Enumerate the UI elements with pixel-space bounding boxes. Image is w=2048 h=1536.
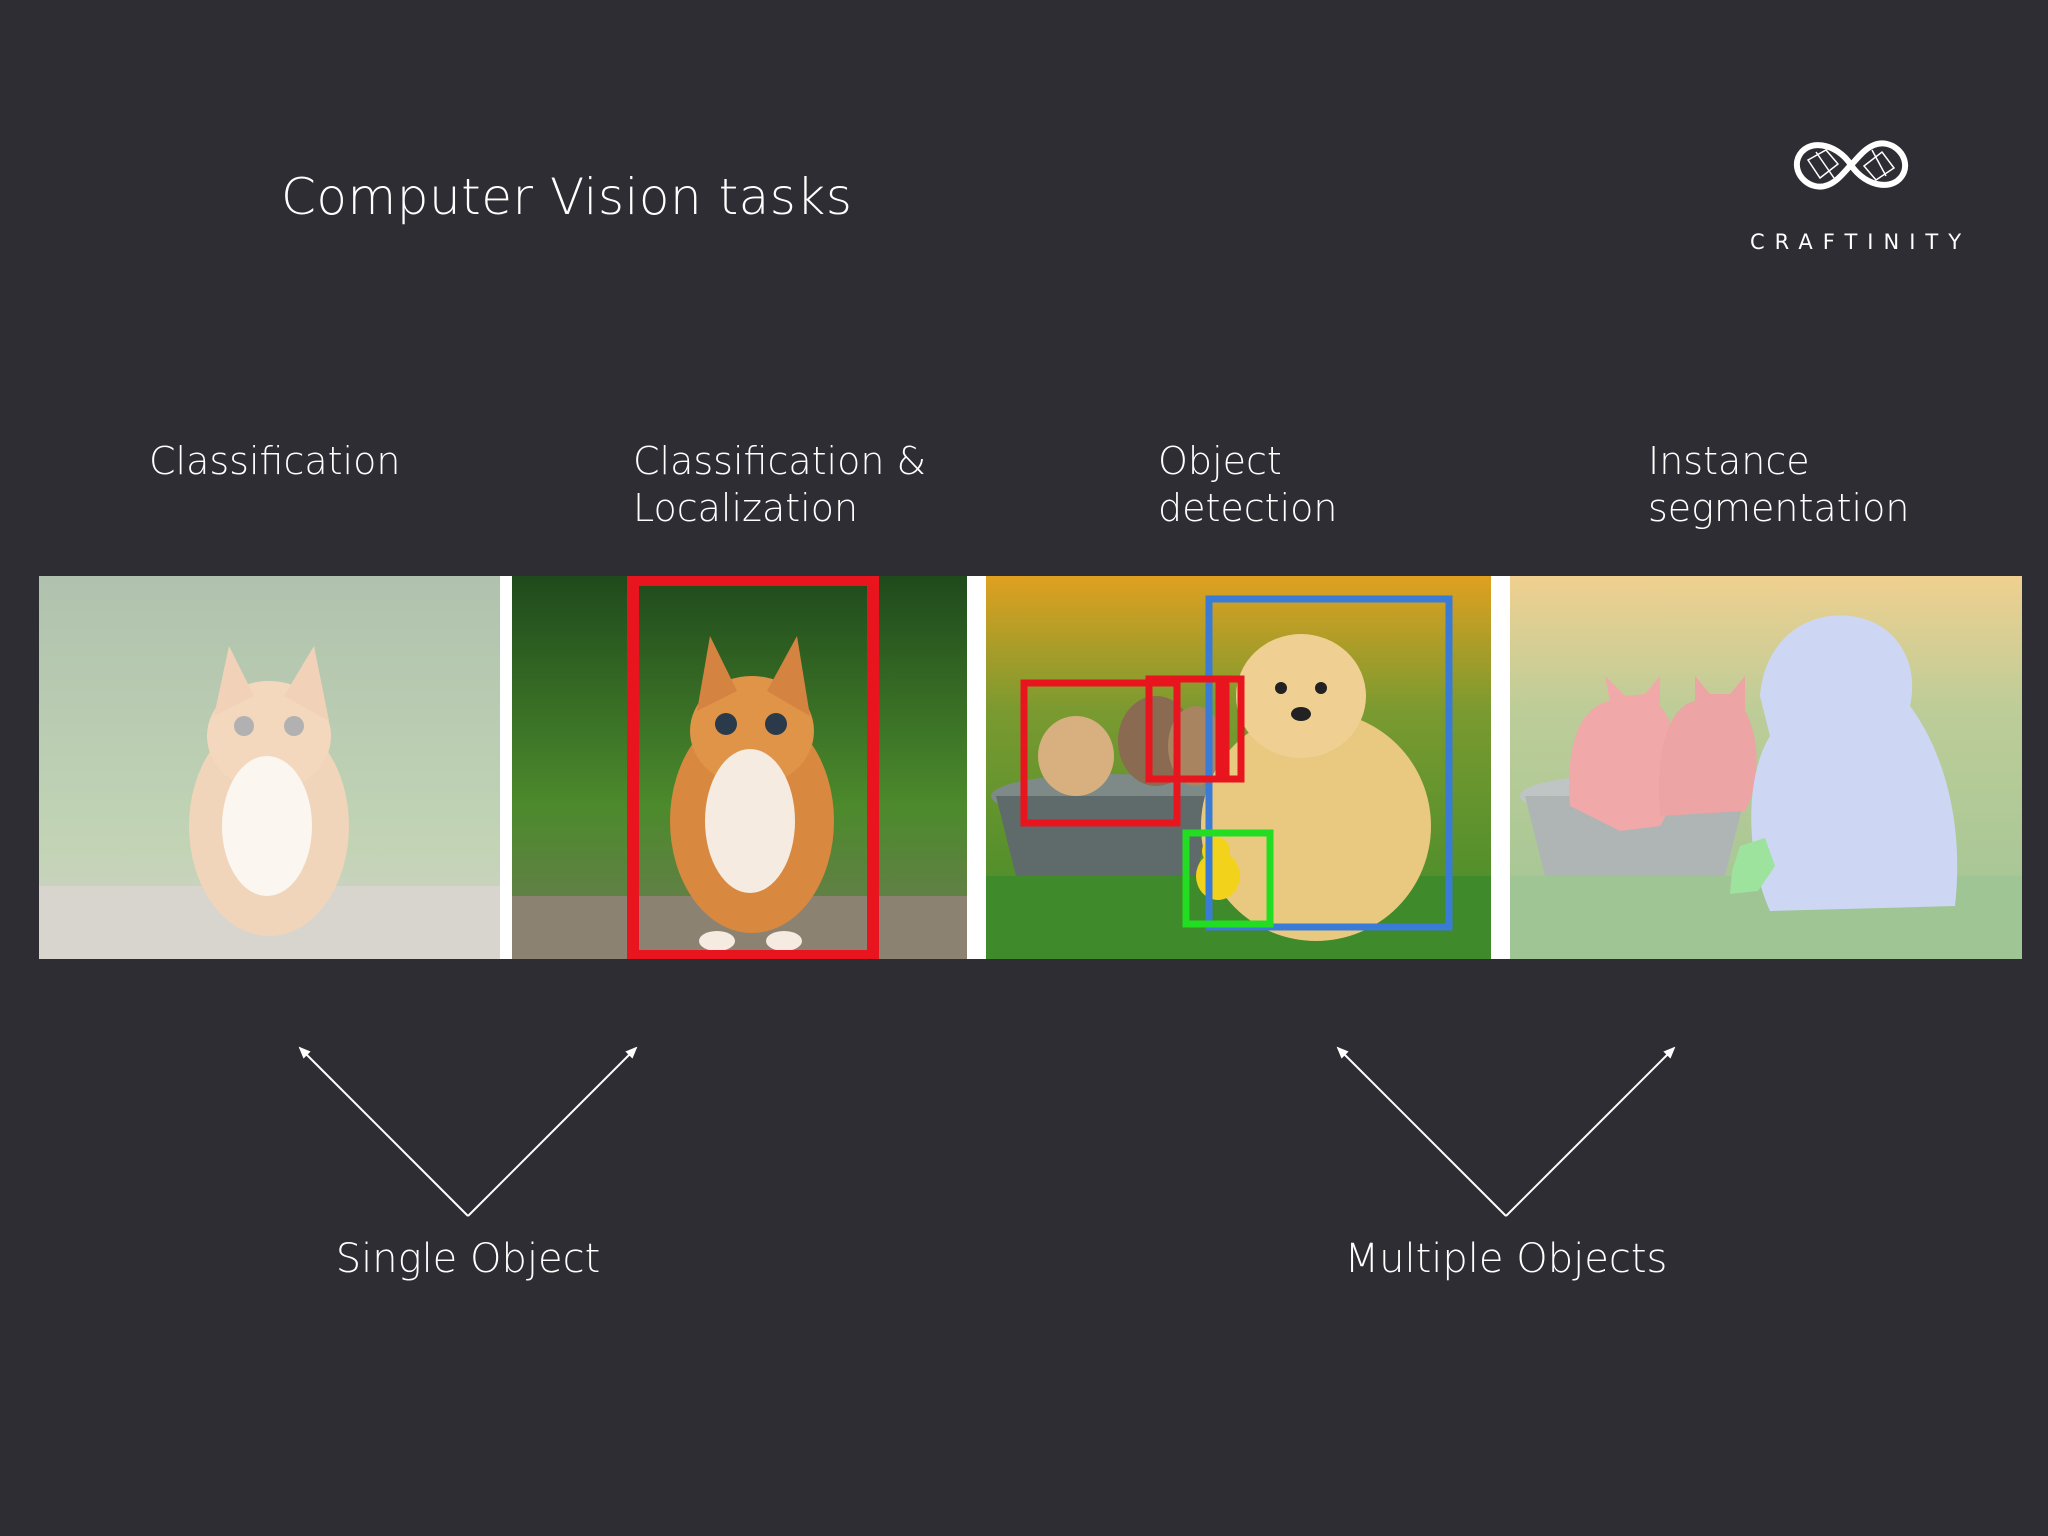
multiple-objects-arrows xyxy=(1336,1046,1676,1217)
single-object-arrows xyxy=(298,1046,638,1217)
cat-bounding-box-2 xyxy=(1145,675,1230,783)
task-label-classification: Classification xyxy=(149,439,401,483)
detection-image xyxy=(986,576,1491,959)
cat-bounding-box-1 xyxy=(1020,679,1181,827)
task-label-object-detection: Object detection xyxy=(1158,439,1338,530)
craftinity-logo: CRAFTINITY xyxy=(1740,130,1970,260)
puppy-figure xyxy=(1201,634,1431,941)
group-label-single-object: Single Object xyxy=(335,1236,601,1282)
cat-bounding-box xyxy=(627,576,879,959)
localization-image xyxy=(512,576,967,959)
dog-bounding-box xyxy=(1205,595,1453,931)
infinity-logo-icon xyxy=(1793,140,1909,190)
kitten-figure xyxy=(670,636,834,951)
slide-title: Computer Vision tasks xyxy=(281,168,853,226)
task-label-instance-segmentation: Instance segmentation xyxy=(1648,439,1910,530)
cat-bounding-box-3 xyxy=(1215,675,1245,783)
group-label-multiple-objects: Multiple Objects xyxy=(1344,1236,1668,1282)
duck-bounding-box xyxy=(1182,829,1274,928)
image-strip xyxy=(39,576,2022,959)
task-label-classification-localization: Classification & Localization xyxy=(633,439,927,530)
segmentation-image xyxy=(1510,576,2022,959)
classification-image xyxy=(39,576,500,959)
logo-text: CRAFTINITY xyxy=(1750,230,1972,254)
